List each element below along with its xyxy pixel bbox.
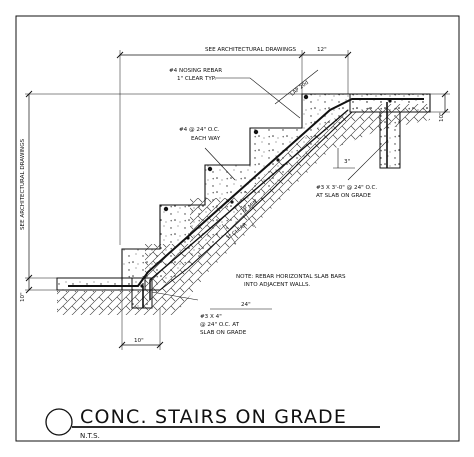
each-way-note-line2: EACH WAY xyxy=(191,136,221,142)
general-note-line1: NOTE: REBAR HORIZONTAL SLAB BARS xyxy=(236,274,346,280)
nosing-note-line1: #4 NOSING REBAR xyxy=(169,68,222,74)
left-dimension-label: SEE ARCHITECTURAL DRAWINGS xyxy=(20,138,26,230)
bottom-bars-note-line2: @ 24" O.C. AT xyxy=(200,322,240,328)
left-bottom-dimension-label: 10" xyxy=(20,292,26,302)
drawing-frame xyxy=(15,15,460,442)
drawing-title: CONC. STAIRS ON GRADE xyxy=(80,406,347,428)
top-right-dimension-label: 12" xyxy=(317,47,327,53)
left-dimension xyxy=(25,90,302,294)
title-bubble xyxy=(45,408,73,436)
bottom-bars-note-line3: SLAB ON GRADE xyxy=(200,330,247,336)
nosing-note-line2: 1" CLEAR TYP. xyxy=(177,76,216,82)
bottom-dimension xyxy=(118,290,164,350)
right-dimension-label: 10" xyxy=(439,112,445,122)
top-dimension xyxy=(116,50,352,245)
lap-dimension xyxy=(274,69,319,105)
upper-slab-thickening xyxy=(379,111,401,169)
bottom-bars-leader xyxy=(151,291,199,301)
min-thickness-leader xyxy=(221,203,257,245)
top-bars-note-line1: #3 X 3'-0" @ 24" O.C. xyxy=(316,185,377,191)
drawing-scale: N.T.S. xyxy=(80,432,100,440)
nosing-rebars xyxy=(140,94,392,288)
general-note-line2: INTO ADJACENT WALLS. xyxy=(244,282,310,288)
nosing-leader xyxy=(215,77,301,119)
right-dimension xyxy=(430,90,450,116)
bottom-dimension-label: 10" xyxy=(134,338,144,344)
main-rebar xyxy=(68,98,424,287)
bottom-rebar xyxy=(149,109,349,300)
rise-dimension xyxy=(333,148,355,169)
top-dimension-label: SEE ARCHITECTURAL DRAWINGS xyxy=(205,47,297,53)
bottom-bar-dimension-label: 24" xyxy=(241,302,251,308)
each-way-note-line1: #4 @ 24" O.C. xyxy=(179,127,220,133)
top-bars-leader xyxy=(347,139,389,181)
upper-slab xyxy=(349,93,431,113)
lower-slab-thickening xyxy=(131,277,153,309)
top-bars-note-line2: AT SLAB ON GRADE xyxy=(316,193,371,199)
rise-dimension-label: 3" xyxy=(344,159,351,165)
each-way-leader xyxy=(204,147,236,181)
bottom-bars-note-line1: #3 X 4" xyxy=(200,314,222,320)
